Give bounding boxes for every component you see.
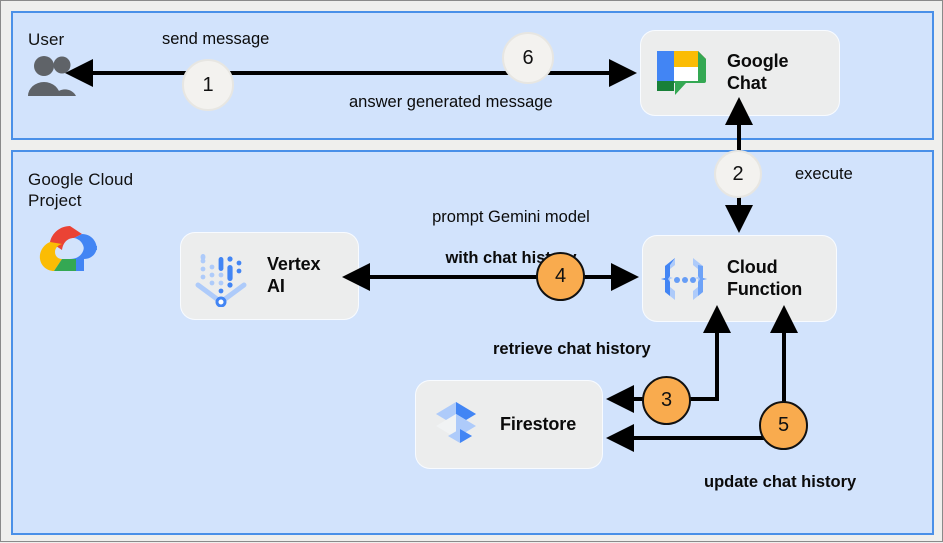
step-badge-6[interactable]: 6 (502, 32, 554, 84)
step-badge-3[interactable]: 3 (642, 376, 691, 425)
node-cloud-function-label: Cloud Function (727, 256, 803, 299)
google-cloud-icon (37, 221, 103, 277)
step-badge-2[interactable]: 2 (714, 150, 762, 198)
firestore-icon (430, 396, 482, 454)
label-prompt-gemini: prompt Gemini model with chat history (391, 186, 631, 289)
node-firestore[interactable]: Firestore (416, 381, 602, 468)
label-prompt-gemini-line2: with chat history (445, 248, 577, 267)
label-prompt-gemini-line1: prompt Gemini model (432, 207, 590, 226)
node-vertex-ai[interactable]: Vertex AI (181, 233, 358, 319)
node-google-chat-label: Google Chat (727, 51, 789, 93)
node-google-chat[interactable]: Google Chat (641, 31, 839, 115)
people-icon (23, 53, 79, 97)
label-update-chat-history: update chat history (704, 473, 857, 491)
cloud-function-icon (655, 252, 713, 306)
step-badge-4[interactable]: 4 (536, 252, 585, 301)
label-retrieve-chat-history: retrieve chat history (493, 340, 651, 358)
node-vertex-ai-label: Vertex AI (267, 254, 321, 296)
node-firestore-label: Firestore (500, 413, 577, 434)
google-chat-icon (651, 44, 713, 102)
step-badge-1[interactable]: 1 (182, 59, 234, 111)
step-badge-5[interactable]: 5 (759, 401, 808, 450)
node-cloud-function[interactable]: Cloud Function (643, 236, 836, 321)
label-answer-generated-message: answer generated message (349, 93, 553, 111)
panel-gcp-title: Google Cloud Project (28, 170, 134, 211)
vertex-ai-icon (193, 245, 251, 307)
label-send-message: send message (162, 30, 270, 48)
label-execute: execute (795, 165, 853, 183)
panel-user-title: User (28, 30, 65, 49)
